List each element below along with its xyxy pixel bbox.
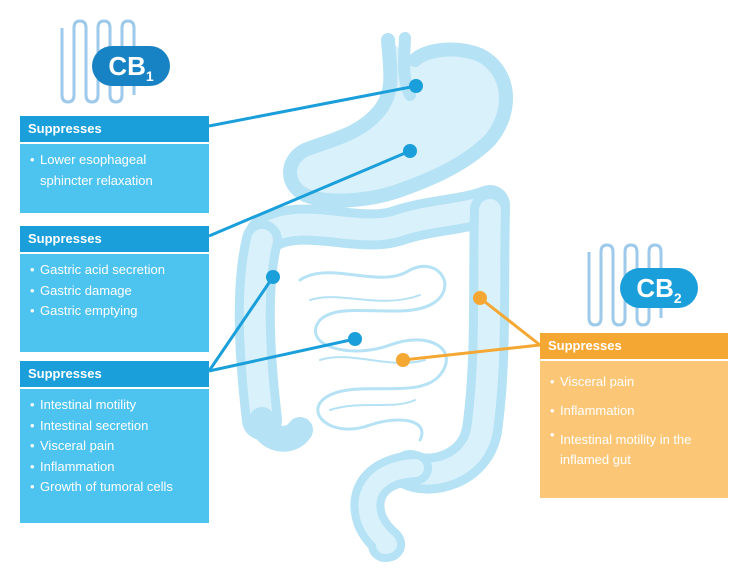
cb2-badge: CB2 xyxy=(620,268,698,308)
cb1-badge: CB1 xyxy=(92,46,170,86)
box-header: Suppresses xyxy=(20,116,209,142)
effect-item: Visceral pain xyxy=(548,367,720,396)
cb1-intestine-box: Suppresses Intestinal motility Intestina… xyxy=(20,361,209,523)
connector-line xyxy=(402,343,541,362)
effect-item: Visceral pain xyxy=(28,436,201,457)
target-dots xyxy=(266,79,487,367)
gut-shape xyxy=(234,32,513,562)
effect-item: Inflammation xyxy=(28,457,201,478)
cb2-subscript: 2 xyxy=(673,290,682,306)
stomach-dot xyxy=(409,79,423,93)
colon-dot xyxy=(266,270,280,284)
connector-lines xyxy=(207,84,541,373)
cb2-effects-box: Suppresses Visceral pain Inflammation In… xyxy=(540,333,728,498)
effect-item: Gastric acid secretion xyxy=(28,260,201,281)
connector-line xyxy=(208,149,411,238)
small-intestine-cb2-dot xyxy=(396,353,410,367)
cb1-esophagus-box: Suppresses Lower esophageal sphincter re… xyxy=(20,116,209,213)
box-body: Gastric acid secretion Gastric damage Ga… xyxy=(20,252,209,352)
connector-line xyxy=(479,296,541,347)
cb1-subscript: 1 xyxy=(145,68,154,84)
box-header: Suppresses xyxy=(540,333,728,359)
cb1-label: CB xyxy=(108,51,146,81)
connector-line xyxy=(207,276,275,372)
effect-item: Gastric damage xyxy=(28,281,201,302)
box-body: Visceral pain Inflammation Intestinal mo… xyxy=(540,359,728,498)
box-body: Intestinal motility Intestinal secretion… xyxy=(20,387,209,523)
descending-colon-dot xyxy=(473,291,487,305)
small-intestine-dot xyxy=(348,332,362,346)
effect-item: Inflammation xyxy=(548,396,720,425)
effect-item: Lower esophageal sphincter relaxation xyxy=(28,150,201,191)
cb2-label: CB xyxy=(636,273,674,303)
effect-item: Growth of tumoral cells xyxy=(28,477,201,498)
effect-item: Gastric emptying xyxy=(28,301,201,322)
effect-item: Intestinal motility in the inflamed gut xyxy=(548,425,720,470)
box-header: Suppresses xyxy=(20,361,209,387)
box-body: Lower esophageal sphincter relaxation xyxy=(20,142,209,213)
connector-line xyxy=(208,84,417,128)
connector-line xyxy=(208,337,356,373)
cb1-stomach-box: Suppresses Gastric acid secretion Gastri… xyxy=(20,226,209,352)
effect-item: Intestinal secretion xyxy=(28,416,201,437)
box-header: Suppresses xyxy=(20,226,209,252)
stomach-lower-dot xyxy=(403,144,417,158)
effect-item: Intestinal motility xyxy=(28,395,201,416)
